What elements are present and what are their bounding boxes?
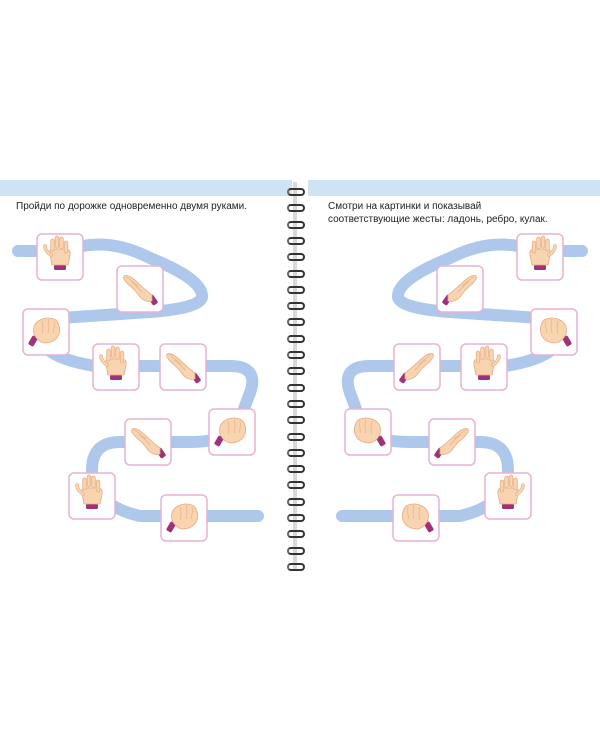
left-card-8-palm-icon xyxy=(68,472,116,520)
sleeve-cuff xyxy=(562,335,572,347)
binding-coil xyxy=(287,546,305,555)
left-card-9-fist-icon xyxy=(160,494,208,542)
binding-coil xyxy=(287,188,305,196)
right-card-2-hand-edge-icon xyxy=(436,265,484,313)
sleeve-cuff xyxy=(502,504,514,509)
binding-coil xyxy=(287,220,305,229)
binding-coil xyxy=(287,367,305,376)
left-card-1-palm-icon xyxy=(36,233,84,281)
left-card-5-hand-edge-icon xyxy=(159,343,207,391)
binding-coil xyxy=(287,269,305,278)
sleeve-cuff xyxy=(110,375,122,380)
sleeve-cuff xyxy=(54,265,66,270)
binding-coil xyxy=(287,530,305,539)
right-card-1-palm-icon xyxy=(516,233,564,281)
right-card-8-palm-icon xyxy=(484,472,532,520)
binding-coil xyxy=(287,514,305,522)
binding-coil xyxy=(287,351,305,359)
hand-edge-icon xyxy=(166,353,201,384)
palm-icon xyxy=(529,235,557,270)
sleeve-cuff xyxy=(28,335,38,347)
hand-edge-icon xyxy=(434,428,469,459)
hand-edge-icon xyxy=(442,275,477,306)
fist-icon xyxy=(540,317,572,347)
binding-coil xyxy=(287,204,305,213)
hand-edge-icon xyxy=(131,428,166,459)
left-card-2-hand-edge-icon xyxy=(116,265,164,313)
left-card-7-hand-edge-icon xyxy=(124,418,172,466)
binding-coil xyxy=(287,399,305,408)
right-card-9-fist-icon xyxy=(392,494,440,542)
binding-coil xyxy=(287,285,305,294)
binding-coil xyxy=(287,562,305,571)
hand-edge-icon xyxy=(399,353,434,384)
binding-coil xyxy=(287,302,305,311)
fist-icon xyxy=(166,503,198,533)
fist-icon xyxy=(214,417,246,447)
binding-coil xyxy=(287,448,305,457)
sleeve-cuff xyxy=(376,435,386,447)
palm-icon xyxy=(497,474,525,509)
binding-coil xyxy=(287,481,305,490)
binding-coil xyxy=(287,416,305,425)
fist-icon xyxy=(354,417,386,447)
instruction-left: Пройди по дорожке одновременно двумя рук… xyxy=(16,201,248,212)
binding-coil xyxy=(287,236,305,245)
palm-icon xyxy=(43,235,71,270)
left-card-3-fist-icon xyxy=(22,308,70,356)
palm-icon xyxy=(75,474,103,509)
binding-coil xyxy=(287,465,305,474)
right-card-3-fist-icon xyxy=(530,308,578,356)
palm-icon xyxy=(99,345,127,380)
fist-icon xyxy=(402,503,434,533)
fist-icon xyxy=(28,317,60,347)
instruction-right: Смотри на картинки и показывай соответст… xyxy=(328,201,548,225)
left-card-4-palm-icon xyxy=(92,343,140,391)
right-card-4-palm-icon xyxy=(460,343,508,391)
sleeve-cuff xyxy=(214,435,224,447)
sleeve-cuff xyxy=(86,504,98,509)
binding-coil xyxy=(287,432,305,441)
right-card-5-hand-edge-icon xyxy=(393,343,441,391)
binding-coil xyxy=(287,318,305,327)
header-band-left xyxy=(0,180,292,196)
sleeve-cuff xyxy=(534,265,546,270)
left-page-path xyxy=(12,233,264,542)
right-card-6-fist-icon xyxy=(344,408,392,456)
binding-coil xyxy=(287,334,305,343)
binding-coil xyxy=(287,383,305,392)
left-card-6-fist-icon xyxy=(208,408,256,456)
binding-coil xyxy=(287,497,305,506)
right-page-path xyxy=(336,233,588,542)
binding-spine xyxy=(293,182,297,570)
sleeve-cuff xyxy=(478,375,490,380)
header-band-right xyxy=(308,180,600,196)
sleeve-cuff xyxy=(424,521,434,533)
right-card-7-hand-edge-icon xyxy=(428,418,476,466)
palm-icon xyxy=(473,345,501,380)
hand-edge-icon xyxy=(123,275,158,306)
sleeve-cuff xyxy=(166,521,176,533)
binding-coil xyxy=(287,253,305,262)
